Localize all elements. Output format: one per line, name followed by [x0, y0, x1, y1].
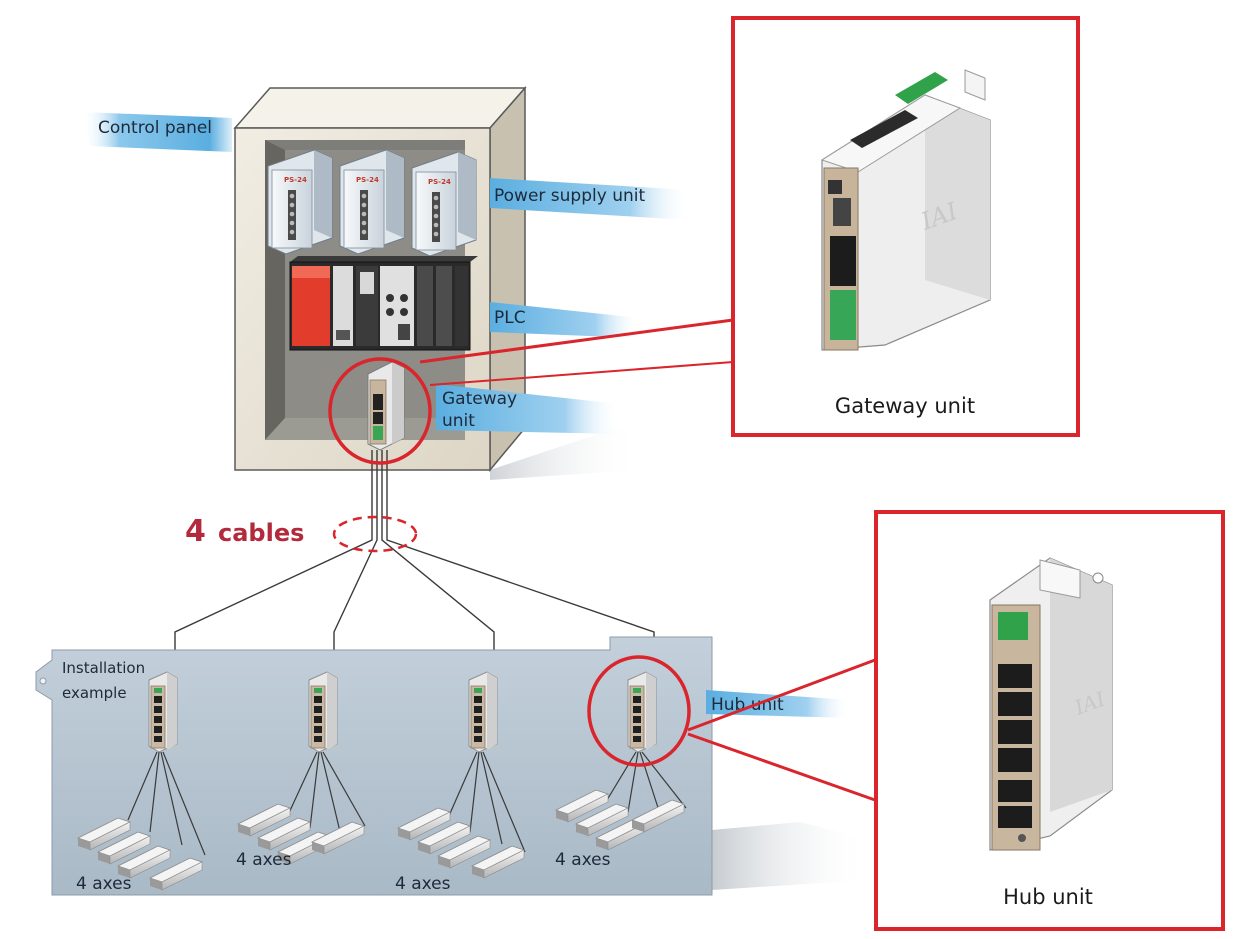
gateway-unit-in-panel: [367, 361, 405, 451]
power-supply-unit-3: PS-24: [411, 151, 477, 257]
hub-unit-2: [308, 671, 338, 753]
hub-highlight-circle: [587, 655, 691, 767]
svg-text:PS-24: PS-24: [356, 176, 379, 184]
hub-unit-3: [468, 671, 498, 753]
hub-unit-inset: IAI Hub unit: [874, 510, 1225, 931]
svg-text:unit: unit: [442, 411, 475, 431]
label-power-supply-unit: Power supply unit: [490, 178, 690, 220]
svg-text:Power supply unit: Power supply unit: [494, 186, 645, 206]
installation-label-line2: example: [62, 684, 127, 702]
power-supply-units: PS-24 PS-24 PS-24: [267, 149, 477, 257]
svg-text:PLC: PLC: [494, 308, 526, 328]
hub-unit-4: [627, 671, 657, 753]
hub-callout-line-bottom: [687, 732, 876, 802]
gateway-unit-caption: Gateway unit: [835, 394, 975, 418]
power-supply-unit-1: PS-24: [267, 149, 333, 255]
gateway-highlight-circle: [328, 357, 432, 465]
label-plc: PLC: [490, 302, 640, 338]
label-gateway-unit: Gateway unit: [436, 384, 620, 434]
hub-unit-1: [148, 671, 178, 753]
cables-highlight-ellipse: [332, 515, 418, 553]
axes-label-3: 4 axes: [395, 874, 451, 894]
label-control-panel: Control panel: [82, 112, 232, 152]
svg-text:PS-24: PS-24: [284, 176, 307, 184]
gateway-cables: [174, 450, 655, 668]
svg-text:PS-24: PS-24: [428, 178, 451, 186]
svg-text:Control panel: Control panel: [98, 118, 212, 138]
plc-rack: [289, 256, 478, 351]
hub-callout-line-top: [687, 658, 876, 732]
axis-cables: [127, 751, 687, 856]
hub-unit-image: IAI: [989, 557, 1113, 851]
svg-text:Gateway: Gateway: [442, 389, 517, 409]
axes-label-4: 4 axes: [555, 850, 611, 870]
hub-unit-caption: Hub unit: [1003, 885, 1093, 909]
power-supply-unit-2: PS-24: [339, 149, 405, 255]
gateway-callout-line-bottom: [429, 361, 734, 386]
axes-label-1: 4 axes: [76, 874, 132, 894]
gateway-unit-image: IAI: [820, 69, 991, 351]
gateway-unit-inset: IAI Gateway unit: [731, 16, 1080, 437]
gateway-callout-line-top: [419, 318, 734, 364]
cables-label: cables: [218, 519, 304, 547]
installation-plate: [35, 636, 870, 896]
cables-count: 4: [185, 514, 206, 549]
installation-label-line1: Installation: [62, 659, 145, 677]
axes-label-2: 4 axes: [236, 850, 292, 870]
